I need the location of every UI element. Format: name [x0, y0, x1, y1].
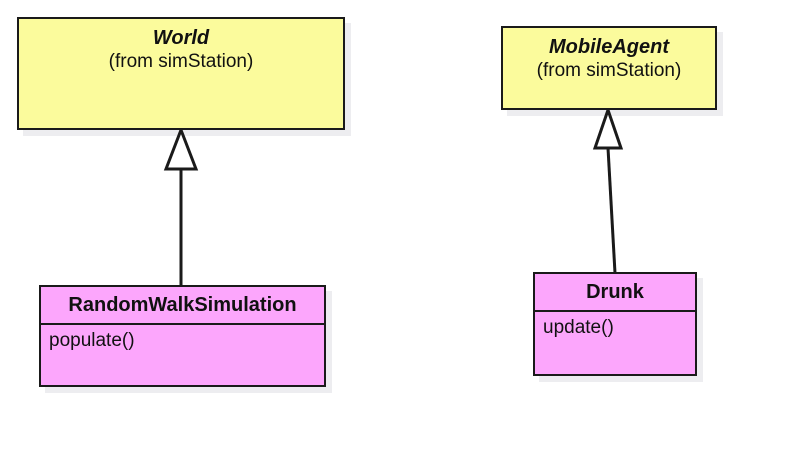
- class-box-world[interactable]: World (from simStation): [17, 17, 345, 130]
- mobileagent-package-label: (from simStation): [536, 60, 682, 82]
- mobileagent-header: MobileAgent (from simStation): [503, 28, 715, 83]
- drunk-operations: update(): [535, 310, 695, 374]
- world-package-label: (from simStation): [108, 51, 254, 73]
- generalization-drunk-to-mobileagent: [592, 105, 624, 274]
- drunk-operation-update: update(): [543, 317, 614, 339]
- generalization-randomwalksimulation-to-world: [163, 125, 199, 286]
- randomwalksimulation-operation-populate: populate(): [49, 330, 135, 352]
- class-box-mobileagent[interactable]: MobileAgent (from simStation): [501, 26, 717, 110]
- randomwalksimulation-class-name: RandomWalkSimulation: [68, 294, 297, 316]
- randomwalksimulation-operations: populate(): [41, 323, 324, 385]
- class-box-randomwalksimulation[interactable]: RandomWalkSimulation populate(): [39, 285, 326, 387]
- drunk-header: Drunk: [535, 274, 695, 310]
- class-box-drunk[interactable]: Drunk update(): [533, 272, 697, 376]
- mobileagent-class-name: MobileAgent: [549, 36, 669, 58]
- randomwalksimulation-header: RandomWalkSimulation: [41, 287, 324, 323]
- drunk-class-name: Drunk: [586, 281, 644, 303]
- world-header: World (from simStation): [19, 19, 343, 74]
- world-class-name: World: [152, 27, 210, 49]
